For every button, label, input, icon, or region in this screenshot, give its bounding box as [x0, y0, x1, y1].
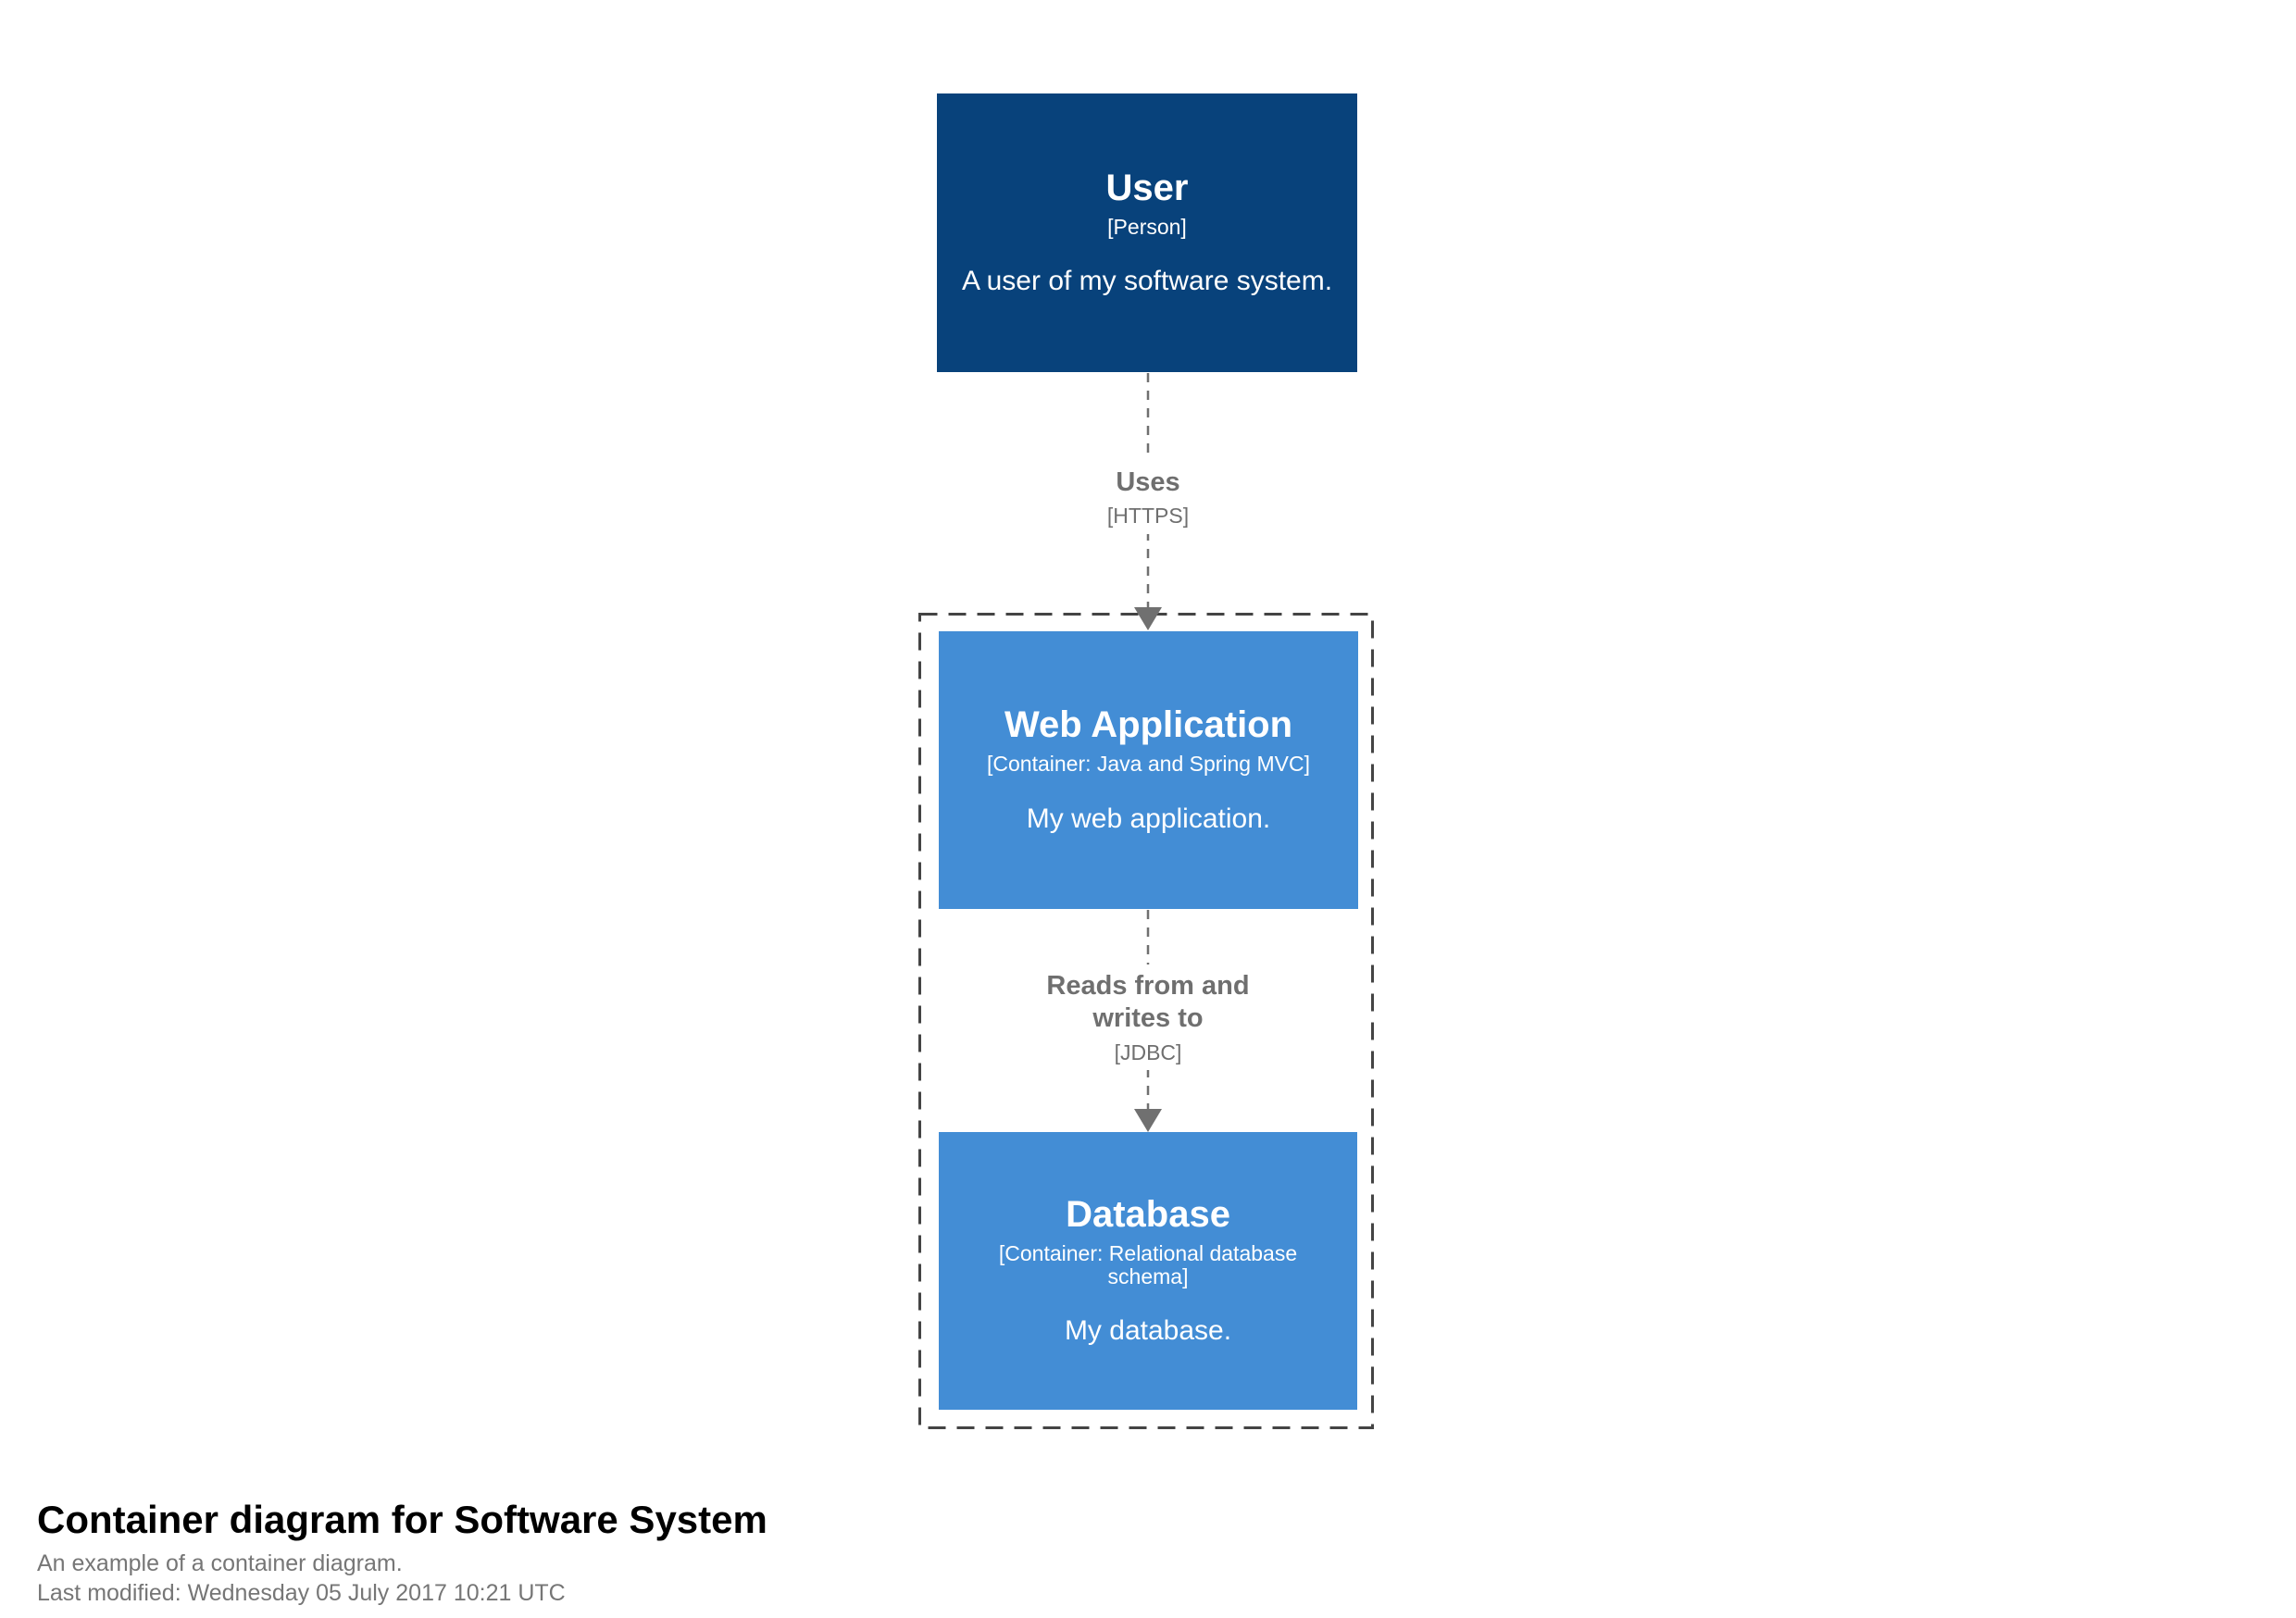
- node-web-application-title: Web Application: [1004, 704, 1293, 746]
- node-database: Database [Container: Relational database…: [939, 1132, 1357, 1410]
- relationship-label-reads-writes: Reads from and writes to [JDBC]: [1021, 965, 1275, 1071]
- relationship-label-uses: Uses [HTTPS]: [1095, 461, 1201, 534]
- node-database-description: My database.: [1064, 1315, 1232, 1347]
- arrowhead-reads-writes: [1134, 1109, 1162, 1132]
- node-web-application: Web Application [Container: Java and Spr…: [939, 631, 1358, 909]
- node-user: User [Person] A user of my software syst…: [937, 93, 1357, 372]
- relationship-reads-writes-name: Reads from and writes to: [1046, 971, 1250, 1034]
- diagram-footer: Container diagram for Software System An…: [37, 1498, 767, 1608]
- relationship-uses-technology: [HTTPS]: [1106, 504, 1190, 529]
- diagram-last-modified: Last modified: Wednesday 05 July 2017 10…: [37, 1579, 566, 1606]
- relationship-uses-name: Uses: [1116, 467, 1180, 497]
- relationship-reads-writes-technology: [JDBC]: [1114, 1039, 1182, 1064]
- node-database-type: [Container: Relational database schema]: [998, 1240, 1298, 1288]
- node-user-type: [Person]: [1107, 214, 1187, 239]
- diagram-title: Container diagram for Software System: [37, 1498, 767, 1541]
- arrowhead-uses: [1134, 607, 1162, 630]
- node-user-title: User: [1105, 167, 1189, 208]
- node-user-description: A user of my software system.: [961, 266, 1333, 297]
- node-database-title: Database: [1066, 1193, 1230, 1235]
- node-web-application-description: My web application.: [1026, 803, 1271, 834]
- diagram-description: An example of a container diagram.: [37, 1550, 403, 1577]
- node-web-application-type: [Container: Java and Spring MVC]: [986, 752, 1310, 777]
